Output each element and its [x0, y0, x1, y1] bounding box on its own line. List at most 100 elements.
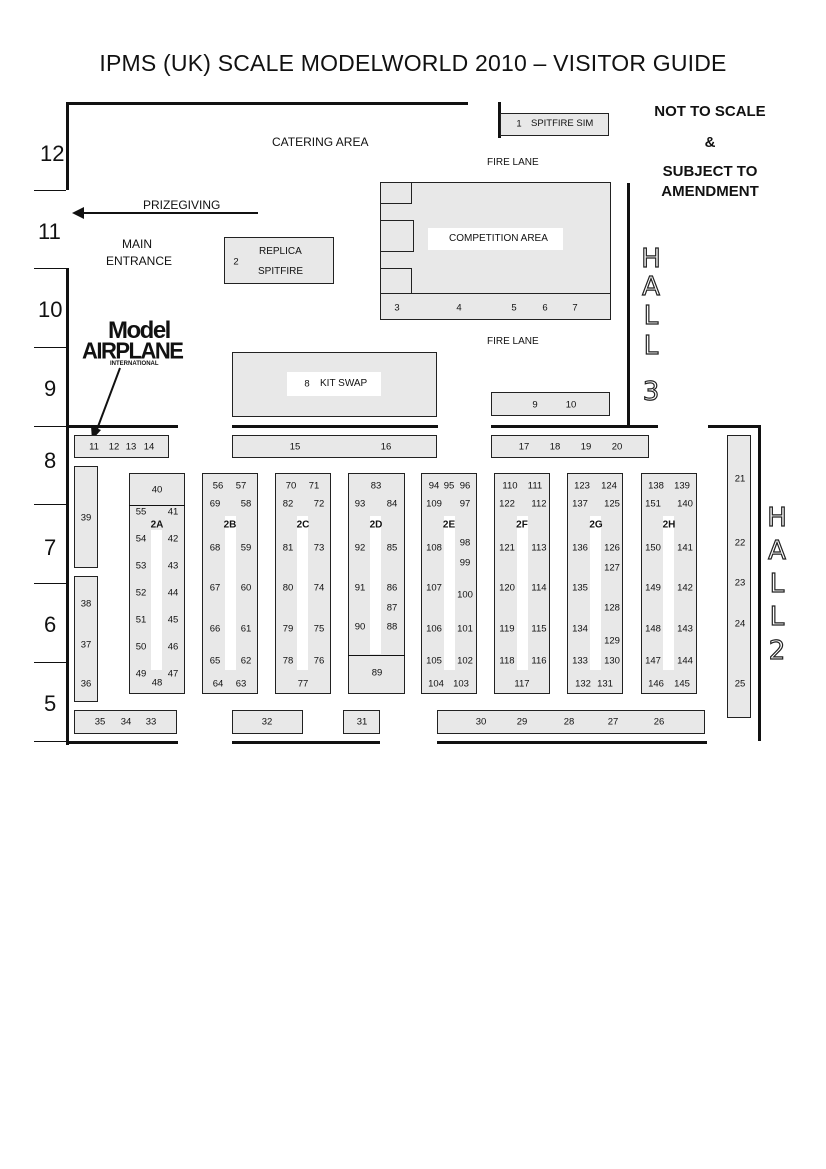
stand-number: 59 — [240, 542, 252, 554]
stand-number: 71 — [308, 480, 320, 492]
stand-number: 42 — [167, 533, 179, 545]
aisle-label-2c: 2C — [296, 519, 310, 531]
stands-11-14[interactable] — [74, 435, 169, 458]
stand-number: 112 — [531, 498, 547, 510]
stand-number: 50 — [135, 641, 147, 653]
stand-number: 48 — [151, 677, 163, 689]
stand-number: 7 — [572, 302, 578, 314]
stand-number: 95 — [443, 480, 455, 492]
stand-number: 136 — [572, 542, 588, 554]
stand-number: 91 — [354, 582, 366, 594]
stand-number: 75 — [313, 623, 325, 635]
stands-36-38[interactable] — [74, 576, 98, 702]
kit-swap-label: KIT SWAP — [320, 378, 368, 389]
stand-number: 43 — [167, 560, 179, 572]
row-number-12: 12 — [40, 141, 65, 166]
grid-tick — [34, 347, 66, 348]
stand-number: 73 — [313, 542, 325, 554]
stand-number: 129 — [604, 635, 620, 647]
stand-number: 53 — [135, 560, 147, 572]
note-subject-to: SUBJECT TO — [662, 163, 758, 180]
stand-number: 88 — [386, 621, 398, 633]
stands-15-16[interactable] — [232, 435, 437, 458]
stand-number: 142 — [677, 582, 693, 594]
stand-31[interactable] — [343, 710, 380, 734]
stands-33-35[interactable] — [74, 710, 177, 734]
stand-number: 62 — [240, 655, 252, 667]
grid-tick — [34, 190, 66, 191]
logo-pointer-arrow-icon — [91, 367, 121, 440]
aisle-label-2d: 2D — [369, 519, 383, 531]
stand-number: 61 — [240, 623, 252, 635]
stand-number: 3 — [394, 302, 400, 314]
stand-39[interactable] — [74, 466, 98, 568]
stand-number: 18 — [549, 441, 561, 453]
replica-label-1: REPLICA — [259, 246, 302, 257]
grid-tick — [34, 426, 66, 427]
competition-area-label: COMPETITION AREA — [449, 233, 548, 244]
stand-number: 47 — [167, 668, 179, 680]
stand-number: 135 — [572, 582, 588, 594]
stand-number: 26 — [653, 716, 665, 728]
replica-label-2: SPITFIRE — [258, 266, 304, 277]
stand-number: 118 — [499, 655, 515, 667]
main-entrance-label-1: MAIN — [122, 237, 152, 251]
stand-number: 105 — [426, 655, 442, 667]
competition-alcove — [380, 268, 412, 294]
row-number-5: 5 — [44, 691, 57, 716]
grid-tick — [34, 662, 66, 663]
logo-international: INTERNATIONAL — [110, 361, 159, 367]
stand-number: 150 — [645, 542, 661, 554]
grid-tick — [34, 741, 66, 742]
aisle-label-2b: 2B — [223, 519, 237, 531]
aisle-label-2f: 2F — [516, 519, 528, 531]
aisle-label-2a: 2A — [150, 519, 164, 531]
stand-number: 92 — [354, 542, 366, 554]
stand-number: 36 — [80, 678, 92, 690]
competition-stands-strip — [380, 293, 611, 320]
stand-number: 149 — [645, 582, 661, 594]
aisle-corridor — [663, 516, 674, 670]
fire-lane-label-bottom: FIRE LANE — [487, 336, 539, 347]
stand-number: 139 — [674, 480, 690, 492]
stands-21-25[interactable] — [727, 435, 751, 718]
stand-number: 49 — [135, 668, 147, 680]
stand-number: 148 — [645, 623, 661, 635]
logo-model: Model — [108, 317, 171, 344]
stand-number: 93 — [354, 498, 366, 510]
prizegiving-arrow-icon — [72, 207, 258, 219]
stand-number: 74 — [313, 582, 325, 594]
stand-number: 97 — [459, 498, 471, 510]
stand-number: 140 — [677, 498, 693, 510]
divider — [129, 505, 185, 506]
aisle-corridor — [297, 516, 308, 670]
stands-26-30[interactable] — [437, 710, 705, 734]
stand-number: 65 — [209, 655, 221, 667]
stand-32[interactable] — [232, 710, 303, 734]
aisle-corridor — [517, 516, 528, 670]
stand-number: 141 — [677, 542, 693, 554]
stands-9-10[interactable] — [491, 392, 610, 416]
stand-number: 123 — [574, 480, 590, 492]
row-number-7: 7 — [44, 535, 57, 560]
stand-number: 54 — [135, 533, 147, 545]
stand-number: 114 — [531, 582, 547, 594]
stand-number: 40 — [151, 484, 163, 496]
wall-row8-a — [66, 425, 178, 428]
stand-number: 69 — [209, 498, 221, 510]
stand-number: 80 — [282, 582, 294, 594]
fire-lane-label-top: FIRE LANE — [487, 157, 539, 168]
stand-2-replica-spitfire[interactable] — [224, 237, 334, 284]
row-number-8: 8 — [44, 448, 57, 473]
wall-left — [66, 268, 69, 745]
stands-17-20[interactable] — [491, 435, 649, 458]
stand-number: 146 — [648, 678, 664, 690]
note-ampersand: & — [704, 134, 716, 151]
stand-number: 38 — [80, 598, 92, 610]
stand-number: 76 — [313, 655, 325, 667]
stand-number: 13 — [125, 441, 137, 453]
spitfire-sim-label: SPITFIRE SIM — [531, 118, 594, 129]
stand-1-spitfire-sim[interactable] — [500, 113, 609, 136]
hall2-letter: 2 — [768, 636, 786, 666]
stand-number: 143 — [677, 623, 693, 635]
